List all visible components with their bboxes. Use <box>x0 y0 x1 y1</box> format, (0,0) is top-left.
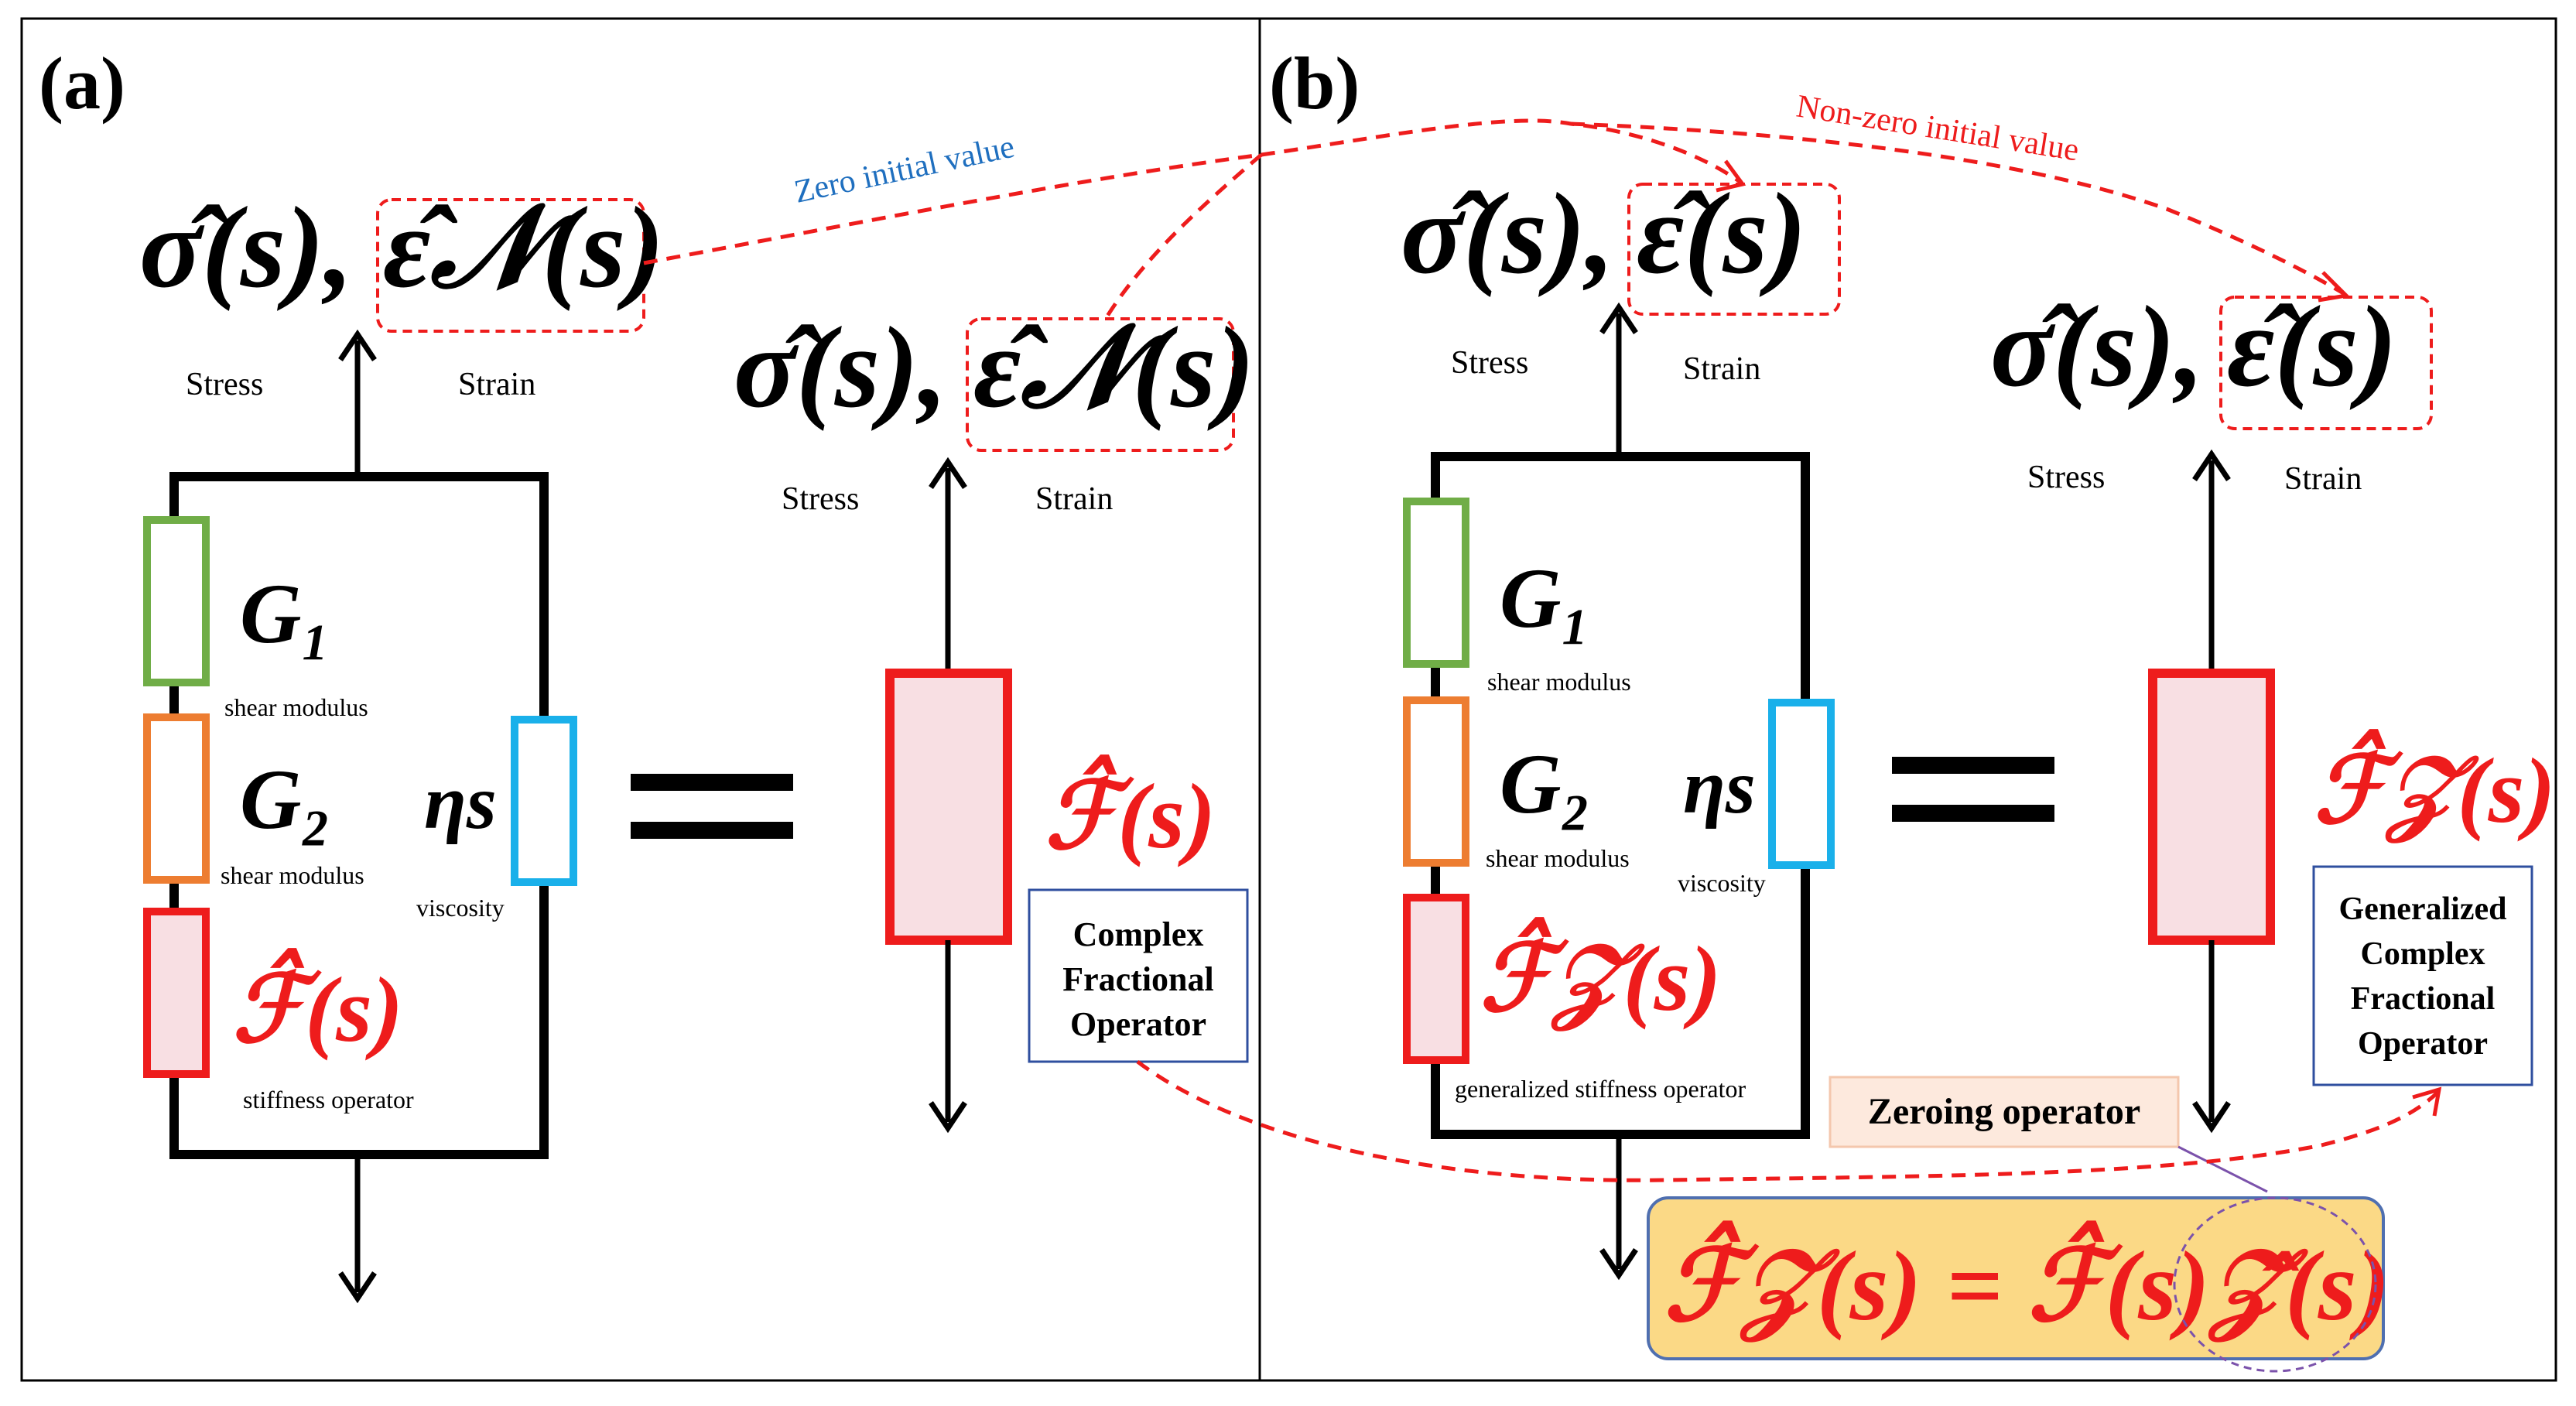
F-symbol-a2: ℱ̂(s) <box>1045 754 1216 867</box>
link-to-strain-b2 <box>1570 121 2346 296</box>
G1-b: G₁ <box>1500 551 1591 645</box>
viscosity-label-b: viscosity <box>1678 869 1766 897</box>
arrowhead-generalized <box>2412 1086 2442 1117</box>
spring-G2-a <box>143 713 210 884</box>
stiffness-operator-label: stiffness operator <box>243 1086 414 1114</box>
generalized-stiffness-label: generalized stiffness operator <box>1455 1075 1746 1103</box>
nonzero-initial-value-label: Non-zero initial value <box>1794 88 2081 168</box>
strain-label-a2: Strain <box>1035 481 1113 517</box>
zeroing-operator-label-box <box>1829 1076 2180 1148</box>
operator-F-a <box>143 908 210 1078</box>
link-to-strain-a2 <box>1104 153 1263 319</box>
arrow-head-down-b1 <box>1599 1248 1638 1281</box>
shear-modulus-label-a1: shear modulus <box>224 693 368 721</box>
strain-label-a1: Strain <box>458 367 535 402</box>
operator-block-b <box>2148 669 2275 945</box>
operator-block-a <box>885 669 1012 945</box>
equals-bottom-a <box>631 822 793 839</box>
complex-note-line2: Fractional <box>1062 960 1214 998</box>
equals-top-b <box>1892 757 2054 774</box>
strain-highlight-b1 <box>1627 183 1841 316</box>
stress-symbol-a2: σ̂(s), <box>734 303 948 432</box>
generalized-note-line3: Fractional <box>2351 981 2496 1017</box>
zeroing-highlight-circle <box>2173 1196 2377 1373</box>
G1-a: G₁ <box>240 566 331 661</box>
arrowhead-strain-b1 <box>1716 159 1746 193</box>
eta-b: ηs <box>1683 744 1756 830</box>
arrow-head-up-a2 <box>929 457 967 489</box>
link-complex-to-generalized <box>1136 1060 2439 1182</box>
dashpot-b <box>1768 699 1835 869</box>
stress-label-b1: Stress <box>1451 345 1528 381</box>
FZ-symbol-b2: ℱ̂𝒵(s) <box>2314 729 2555 843</box>
F-symbol-a: ℱ̂(s) <box>232 948 403 1061</box>
spring-G1-b <box>1403 498 1469 668</box>
arrow-head-down-a2 <box>929 1101 967 1134</box>
shear-modulus-label-b2: shear modulus <box>1486 844 1630 872</box>
complex-note-line3: Operator <box>1070 1005 1206 1043</box>
stress-label-a2: Stress <box>782 481 859 517</box>
arrow-head-down-a1 <box>338 1271 377 1304</box>
shear-modulus-label-b1: shear modulus <box>1487 668 1631 696</box>
generalized-operator-note <box>2312 865 2533 1086</box>
zeroing-operator-label: Zeroing operator <box>1868 1091 2140 1132</box>
viscosity-label-a: viscosity <box>416 894 505 922</box>
arrow-head-down-b2 <box>2192 1101 2231 1134</box>
stress-symbol-a1: σ̂(s), <box>139 183 354 312</box>
G2-b: G₂ <box>1500 737 1591 831</box>
stress-label-b2: Stress <box>2027 460 2105 495</box>
equals-bottom-b <box>1892 805 2054 822</box>
G2-a: G₂ <box>240 752 331 847</box>
formula-box <box>1647 1196 2385 1360</box>
zeroing-formula: ℱ̂𝒵(s) = ℱ̂(s)𝒵̂(s) <box>1664 1220 2390 1343</box>
operator-FZ-b <box>1403 894 1469 1064</box>
arrow-head-up-b1 <box>1599 302 1638 334</box>
shear-modulus-label-a2: shear modulus <box>221 861 364 889</box>
zeroing-pointer <box>2177 1145 2268 1193</box>
arrowhead-strain-b2 <box>2318 271 2351 303</box>
spring-G1-a <box>143 516 210 686</box>
FZ-symbol-b: ℱ̂𝒵(s) <box>1480 917 1721 1031</box>
complex-note-line1: Complex <box>1073 915 1204 953</box>
equals-top-a <box>631 774 793 791</box>
dashpot-a <box>511 716 577 886</box>
zero-initial-value-label: Zero initial value <box>792 129 1018 210</box>
stress-symbol-b2: σ̂(s), <box>1990 282 2205 411</box>
strain-label-b2: Strain <box>2284 461 2362 497</box>
stress-label-a1: Stress <box>186 367 263 402</box>
strain-symbol-a1: ε̂𝒩(s) <box>383 183 665 312</box>
strain-highlight-b2 <box>2219 296 2433 430</box>
generalized-note-line1: Generalized <box>2339 891 2507 927</box>
generalized-note-line4: Operator <box>2358 1026 2488 1062</box>
arrow-head-up-a1 <box>338 329 377 361</box>
arrow-head-up-b2 <box>2192 449 2231 481</box>
spring-G2-b <box>1403 696 1469 867</box>
strain-highlight-a2 <box>966 317 1235 452</box>
generalized-note-line2: Complex <box>2361 936 2485 972</box>
panel-b-frame <box>1258 17 2557 1382</box>
strain-symbol-a2: ε̂𝒩(s) <box>973 303 1255 432</box>
strain-symbol-b2: ε̂(s) <box>2227 282 2397 411</box>
stress-symbol-b1: σ̂(s), <box>1401 169 1615 298</box>
panel-a-label: (a) <box>39 42 125 125</box>
strain-label-b1: Strain <box>1683 351 1760 387</box>
panel-b-label: (b) <box>1269 42 1360 125</box>
eta-a: ηs <box>424 759 497 845</box>
strain-highlight-a1 <box>376 198 645 333</box>
link-zero-to-nonzero-top <box>643 118 1743 265</box>
